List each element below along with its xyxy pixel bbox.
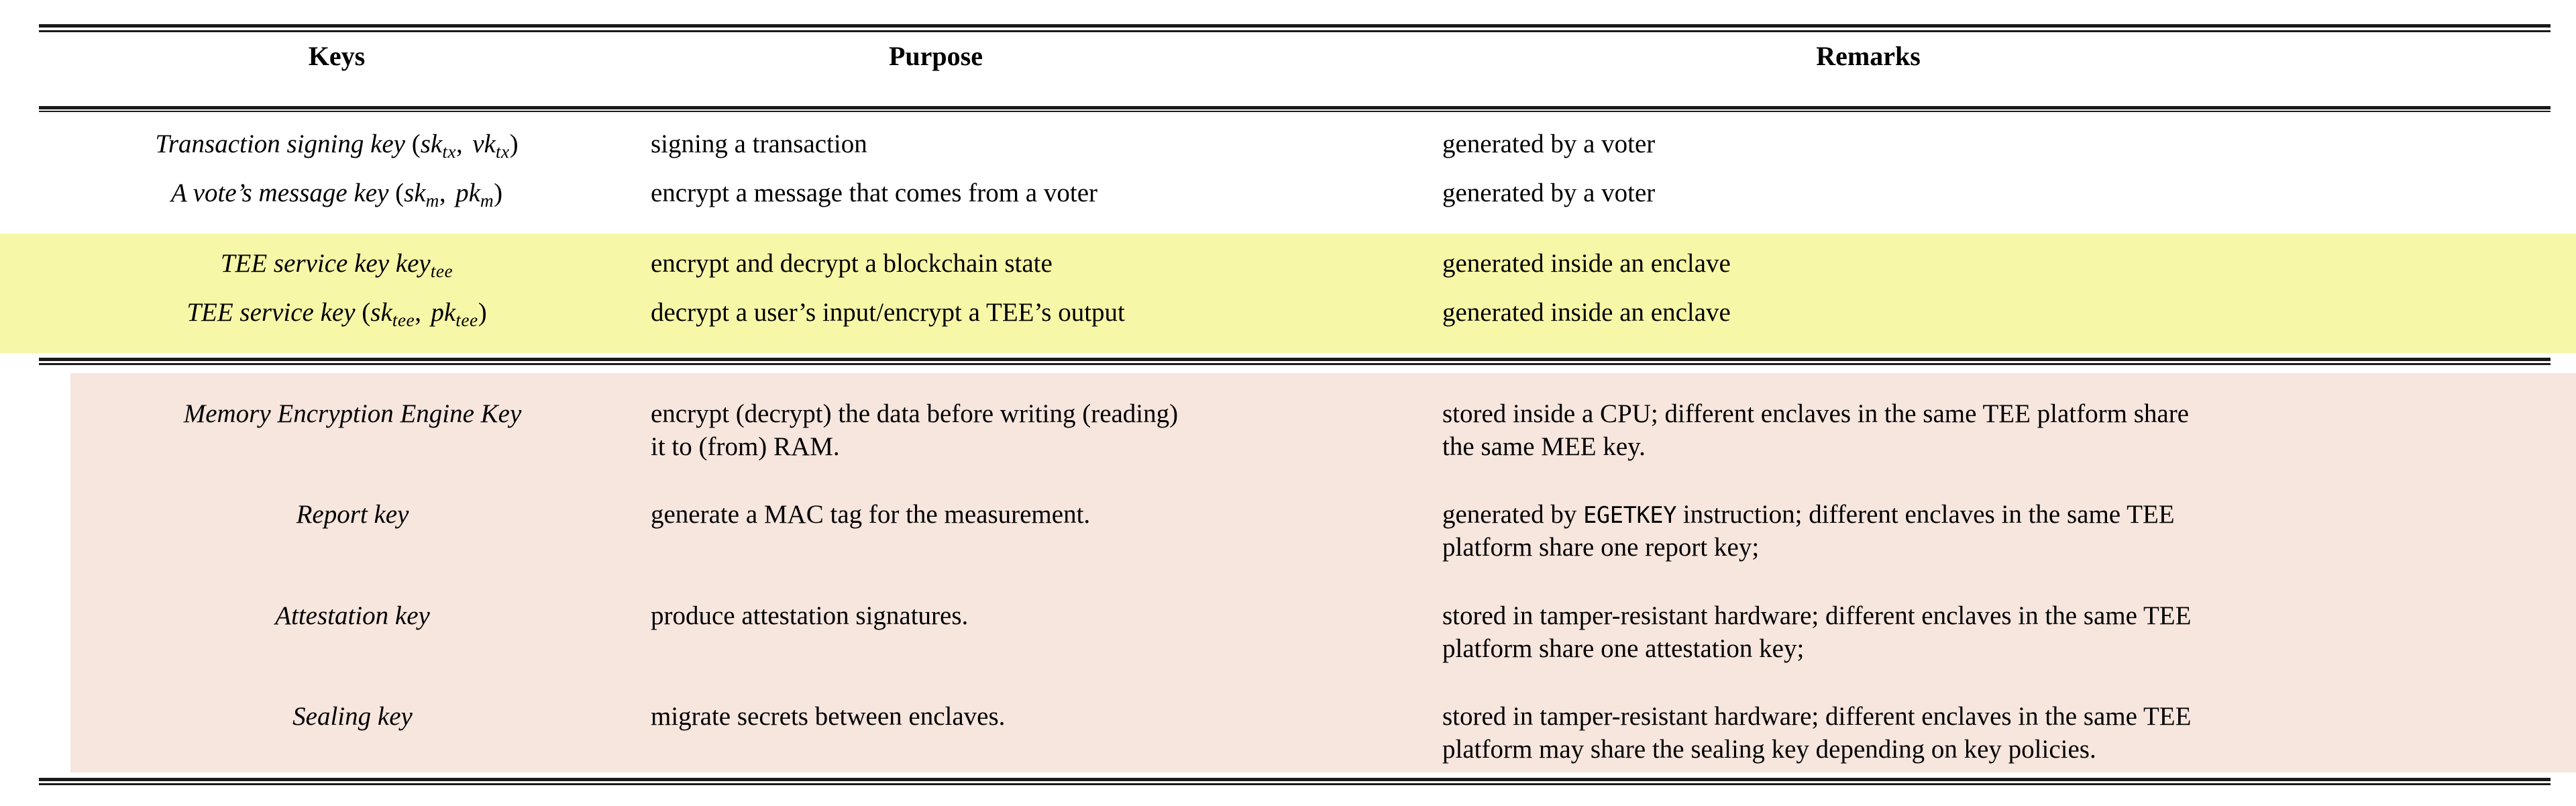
remarks-line: stored inside a CPU; different enclaves … (1442, 399, 2189, 428)
egetkey-instruction-text: EGETKEY (1583, 502, 1677, 528)
key-cell: Sealing key (0, 700, 651, 733)
purpose-cell: generate a MAC tag for the measurement. (651, 498, 1442, 531)
key-name: A vote’s message key (skm, pkm) (170, 179, 503, 211)
table-row: TEE service key keytee encrypt and decry… (0, 247, 2576, 283)
key-cell: Transaction signing key (sktx, vktx) (0, 128, 651, 164)
purpose-cell: produce attestation signatures. (651, 599, 1442, 632)
table-bottom-rule (39, 778, 2551, 781)
purpose-line: it to (from) RAM. (651, 432, 840, 462)
key-name: Attestation key (275, 601, 430, 630)
remarks-line: the same MEE key. (1442, 432, 1646, 462)
purpose-cell: encrypt and decrypt a blockchain state (651, 249, 1053, 278)
key-cell: Attestation key (0, 599, 651, 632)
key-name: TEE service key (sktee, pktee) (186, 298, 487, 331)
key-name: TEE service key keytee (220, 249, 453, 282)
key-name: Sealing key (292, 702, 413, 731)
yellow-highlight-band (0, 234, 2576, 353)
remarks-cell: generated by a voter (1442, 179, 1656, 207)
key-name: Transaction signing key (sktx, vktx) (155, 130, 519, 162)
table-row: A vote’s message key (skm, pkm) encrypt … (0, 177, 2576, 213)
remarks-cell: generated by a voter (1442, 130, 1656, 158)
column-header-remarks: Remarks (1816, 41, 1921, 71)
key-cell: A vote’s message key (skm, pkm) (0, 177, 651, 213)
table-row: Report key generate a MAC tag for the me… (0, 498, 2576, 564)
section-divider-rule (39, 358, 2551, 361)
pink-highlight-band (70, 373, 2576, 772)
remarks-cell: stored in tamper-resistant hardware; dif… (1442, 700, 2576, 766)
table-header-row: Keys Purpose Remarks (0, 42, 2576, 71)
remarks-line: platform share one report key; (1442, 533, 1760, 562)
purpose-line: encrypt (decrypt) the data before writin… (651, 399, 1179, 428)
remarks-line: platform may share the sealing key depen… (1442, 735, 2096, 764)
purpose-cell: encrypt a message that comes from a vote… (651, 179, 1097, 207)
remarks-text-pre: generated by (1442, 500, 1584, 529)
key-cell: TEE service key keytee (0, 247, 651, 283)
remarks-line: generated by EGETKEY instruction; differ… (1442, 498, 2536, 531)
table-top-rule-secondary (39, 30, 2551, 32)
remarks-cell: generated inside an enclave (1442, 298, 1731, 327)
purpose-cell: decrypt a user’s input/encrypt a TEE’s o… (651, 298, 1125, 327)
key-name: Memory Encryption Engine Key (183, 399, 522, 428)
purpose-cell: migrate secrets between enclaves. (651, 700, 1442, 733)
key-name: Report key (296, 500, 409, 529)
key-cell: Report key (0, 498, 651, 531)
purpose-cell: signing a transaction (651, 130, 867, 158)
purpose-line: produce attestation signatures. (651, 601, 969, 630)
table-row: Sealing key migrate secrets between encl… (0, 700, 2576, 766)
purpose-cell: encrypt (decrypt) the data before writin… (651, 397, 1442, 463)
table-row: TEE service key (sktee, pktee) decrypt a… (0, 296, 2576, 332)
table-row: Transaction signing key (sktx, vktx) sig… (0, 128, 2576, 164)
remarks-cell: stored in tamper-resistant hardware; dif… (1442, 599, 2576, 665)
purpose-line: migrate secrets between enclaves. (651, 702, 1006, 731)
remarks-cell: stored inside a CPU; different enclaves … (1442, 397, 2576, 463)
remarks-line: platform share one attestation key; (1442, 634, 1805, 664)
table-bottom-rule-secondary (39, 783, 2551, 785)
table-top-rule (39, 24, 2551, 28)
column-header-purpose: Purpose (889, 41, 983, 71)
column-header-keys: Keys (308, 41, 366, 71)
header-bottom-rule (39, 106, 2551, 109)
purpose-line: generate a MAC tag for the measurement. (651, 500, 1091, 529)
remarks-cell: generated inside an enclave (1442, 249, 1731, 278)
remarks-text-post: instruction; different enclaves in the s… (1676, 500, 2175, 529)
header-bottom-rule-secondary (39, 111, 2551, 112)
key-cell: Memory Encryption Engine Key (0, 397, 651, 430)
table-row: Memory Encryption Engine Key encrypt (de… (0, 397, 2576, 463)
table-row: Attestation key produce attestation sign… (0, 599, 2576, 665)
remarks-line: stored in tamper-resistant hardware; dif… (1442, 702, 2192, 731)
section-divider-rule-secondary (39, 363, 2551, 365)
remarks-line: stored in tamper-resistant hardware; dif… (1442, 601, 2192, 630)
key-cell: TEE service key (sktee, pktee) (0, 296, 651, 332)
remarks-cell: generated by EGETKEY instruction; differ… (1442, 498, 2576, 564)
